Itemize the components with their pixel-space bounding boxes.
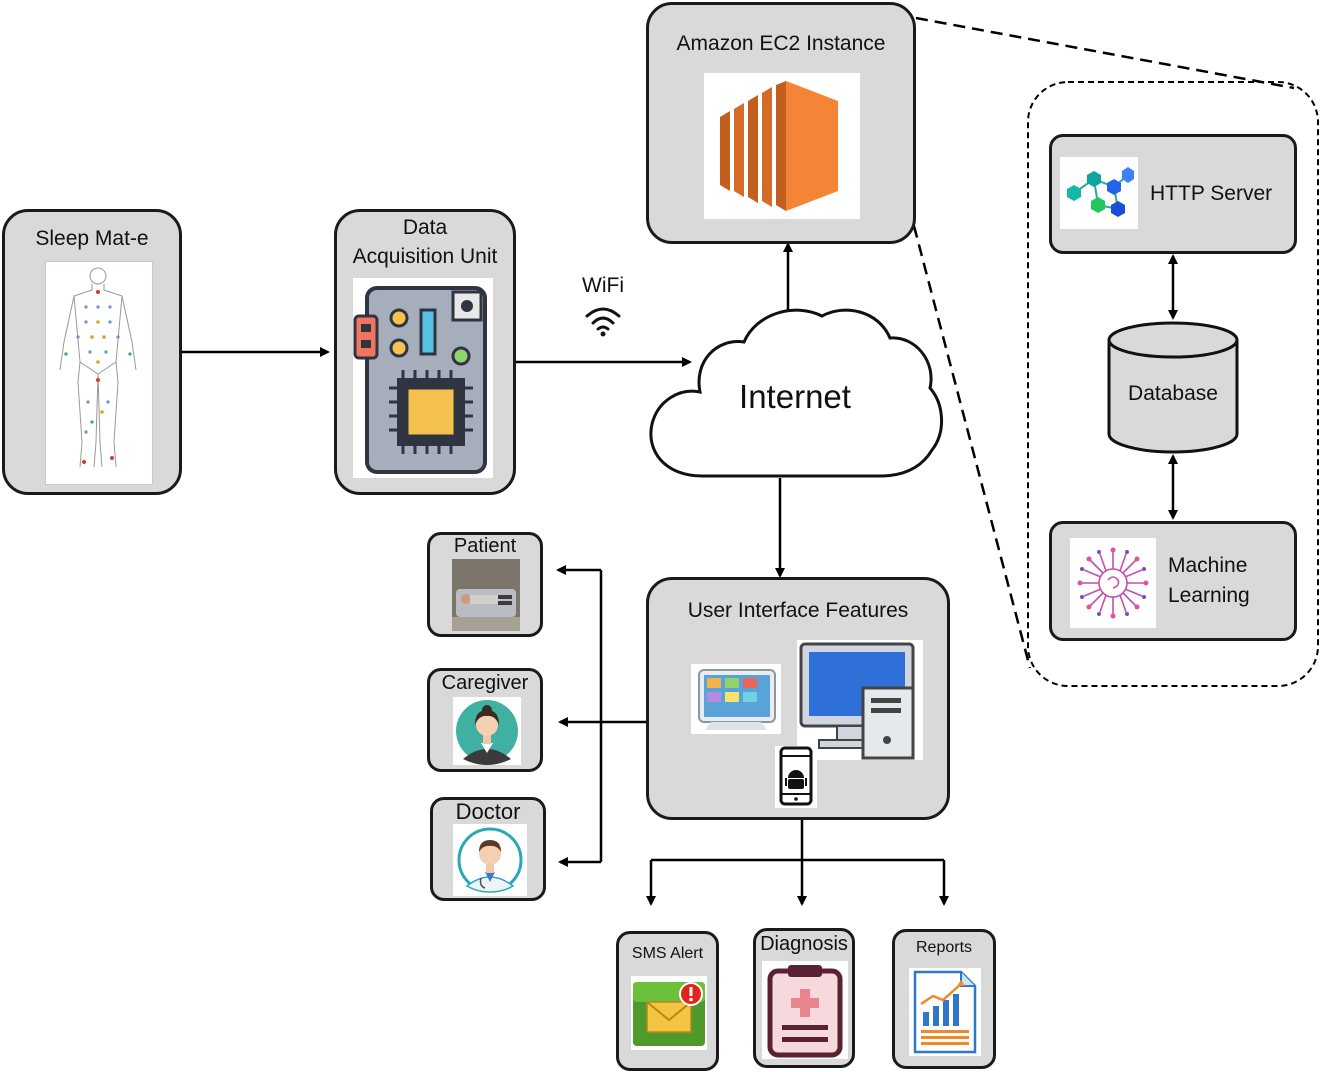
body-map-icon	[45, 261, 153, 485]
sms-alert-icon	[631, 976, 707, 1050]
aws-ec2-icon	[704, 73, 860, 219]
server-detail-container	[1027, 81, 1319, 687]
ml-label-line1: Machine	[1168, 554, 1248, 577]
sms-alert-label: SMS Alert	[631, 945, 704, 962]
network-nodes-icon	[1060, 157, 1138, 229]
patient-label: Patient	[453, 535, 517, 557]
diagnosis-label: Diagnosis	[760, 933, 848, 955]
report-chart-icon	[909, 968, 981, 1056]
ui-features-box: User Interface Features	[646, 577, 950, 820]
http-server-box: HTTP Server	[1049, 134, 1297, 254]
zoom-line-top	[915, 16, 1295, 90]
sms-alert-box: SMS Alert	[616, 931, 719, 1071]
database-label: Database	[1128, 382, 1218, 405]
android-phone-icon	[775, 746, 817, 808]
doctor-box: Doctor	[430, 797, 546, 901]
daq-label-line1: Data	[402, 216, 448, 239]
caregiver-avatar-icon	[453, 697, 521, 765]
sleep-mat-box: Sleep Mat-e	[2, 209, 182, 495]
caregiver-box: Caregiver	[427, 668, 543, 772]
internet-label: Internet	[739, 378, 851, 415]
http-server-label: HTTP Server	[1150, 182, 1273, 205]
machine-learning-box: Machine Learning	[1049, 521, 1297, 641]
ec2-label: Amazon EC2 Instance	[676, 32, 886, 55]
patient-photo-icon	[452, 559, 520, 631]
doctor-avatar-icon	[453, 824, 527, 896]
ai-brain-icon	[1070, 538, 1156, 628]
wifi-icon	[585, 307, 621, 337]
patient-box: Patient	[427, 532, 543, 637]
wifi-label: WiFi	[582, 274, 624, 297]
ui-features-label: User Interface Features	[687, 599, 909, 622]
data-acquisition-box: Data Acquisition Unit	[334, 209, 516, 495]
zoom-line-bottom	[912, 225, 1032, 669]
ec2-instance-box: Amazon EC2 Instance	[646, 2, 916, 244]
cloud-icon	[649, 308, 944, 478]
reports-label: Reports	[915, 939, 973, 956]
tablet-icon	[691, 664, 781, 734]
desktop-computer-icon	[797, 640, 923, 760]
clipboard-icon	[762, 961, 848, 1059]
sleep-mat-label: Sleep Mat-e	[35, 227, 149, 250]
reports-box: Reports	[892, 929, 996, 1069]
doctor-label: Doctor	[455, 799, 521, 824]
caregiver-label: Caregiver	[441, 672, 529, 694]
database-cylinder-icon	[1107, 321, 1239, 454]
diagnosis-box: Diagnosis	[753, 928, 855, 1068]
circuit-board-icon	[353, 278, 493, 478]
ml-label-line2: Learning	[1168, 584, 1250, 607]
daq-label-line2: Acquisition Unit	[352, 245, 498, 268]
